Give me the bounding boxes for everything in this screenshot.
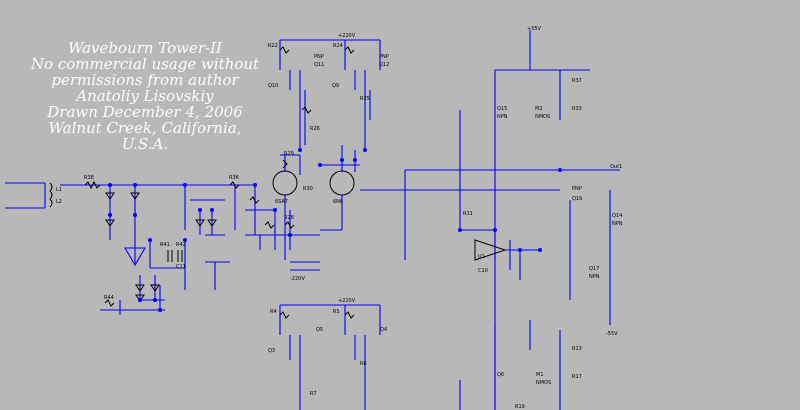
title-line: Wavebourn Tower-II: [68, 39, 222, 57]
label-r37: R37: [572, 78, 582, 84]
label-npn-3: NPN: [589, 274, 600, 280]
label-q15: Q15: [497, 106, 507, 112]
label-pnp-1: PNP: [314, 54, 324, 60]
input-section: L1 L2 R38 R41 R42 C11 R44 R36: [5, 175, 255, 315]
label-c11: C11: [176, 264, 186, 270]
label-r33: R33: [572, 106, 582, 112]
label-r6: R6: [360, 361, 367, 367]
tube-stage: R28 6SA7 6N6 R29 R30 -220V: [245, 145, 360, 282]
label-q16: Q16: [572, 196, 582, 202]
label-q9: Q9: [332, 83, 339, 89]
label-r42: R42: [176, 242, 186, 248]
title-line: No commercial usage without: [30, 55, 260, 73]
label-q14: Q14: [612, 213, 622, 219]
label-r4: R4: [270, 309, 277, 315]
label-tube2: 6N6: [333, 199, 343, 205]
label-r5: R5: [333, 309, 340, 315]
label-r26: R26: [310, 126, 320, 132]
title-line: Anatoliy Lisovskiy: [76, 87, 214, 105]
label-v55-pos: +55V: [527, 26, 542, 32]
label-pnp-3: PNP: [572, 186, 582, 192]
label-r24: R24: [333, 43, 343, 49]
label-q11: Q11: [314, 62, 324, 68]
label-v55-neg: -55V: [606, 331, 618, 337]
label-r19: R19: [515, 404, 525, 410]
label-q10: Q10: [268, 83, 278, 89]
title-line: U.S.A.: [121, 135, 169, 153]
upper-current-sources: +220V R22 R24 Q11 Q12 Q10 Q9 PNP PNP R26…: [268, 33, 389, 152]
label-q17: Q17: [589, 266, 599, 272]
label-r28: R28: [284, 215, 294, 221]
label-q12: Q12: [379, 62, 389, 68]
label-out1: Out1: [610, 164, 622, 170]
title-block: Wavebourn Tower-II No commercial usage w…: [12, 40, 278, 152]
label-u1: U1: [478, 254, 485, 260]
label-q5: Q5: [316, 327, 323, 333]
label-l2: L2: [56, 199, 62, 205]
label-r41: R41: [160, 242, 170, 248]
label-v220-pos-2: +220V: [338, 298, 356, 304]
label-r17: R17: [572, 374, 582, 380]
label-r44: R44: [104, 295, 114, 301]
lower-current-sources: +220V R4 R5 Q3 Q4 Q5 R6 R7: [268, 298, 387, 410]
title-line: permissions from author: [51, 71, 239, 89]
label-c10: C10: [478, 268, 488, 274]
label-r13: R13: [572, 346, 582, 352]
label-nmos-1: NMOS: [535, 114, 550, 120]
label-pnp-2: PNP: [379, 54, 389, 60]
label-r38: R38: [84, 175, 94, 181]
label-r31: R31: [463, 211, 473, 217]
label-r22: R22: [268, 43, 278, 49]
label-l1: L1: [56, 187, 62, 193]
label-r7: R7: [310, 391, 317, 397]
label-r29: R29: [284, 151, 294, 157]
title-line: Drawn December 4, 2006: [47, 103, 243, 121]
label-v220-pos: +220V: [338, 33, 356, 39]
label-q3: Q3: [268, 348, 275, 354]
label-tube1: 6SA7: [275, 199, 288, 205]
label-npn-1: NPN: [497, 114, 508, 120]
title-line: Walnut Creek, California,: [48, 119, 242, 137]
label-r36: R36: [229, 175, 239, 181]
output-stage: +55V R37 R33 Q15 NPN M2 NMOS R31 Out1 Q1…: [360, 26, 623, 410]
label-q6: Q6: [497, 372, 504, 378]
label-npn-2: NPN: [612, 221, 623, 227]
label-r30: R30: [303, 186, 313, 192]
label-m2: M2: [535, 106, 543, 112]
label-nmos-2: NMOS: [536, 380, 551, 386]
label-m1: M1: [536, 372, 544, 378]
label-r35: R35: [360, 96, 370, 102]
label-v220-neg: -220V: [290, 276, 305, 282]
label-q4: Q4: [380, 327, 387, 333]
